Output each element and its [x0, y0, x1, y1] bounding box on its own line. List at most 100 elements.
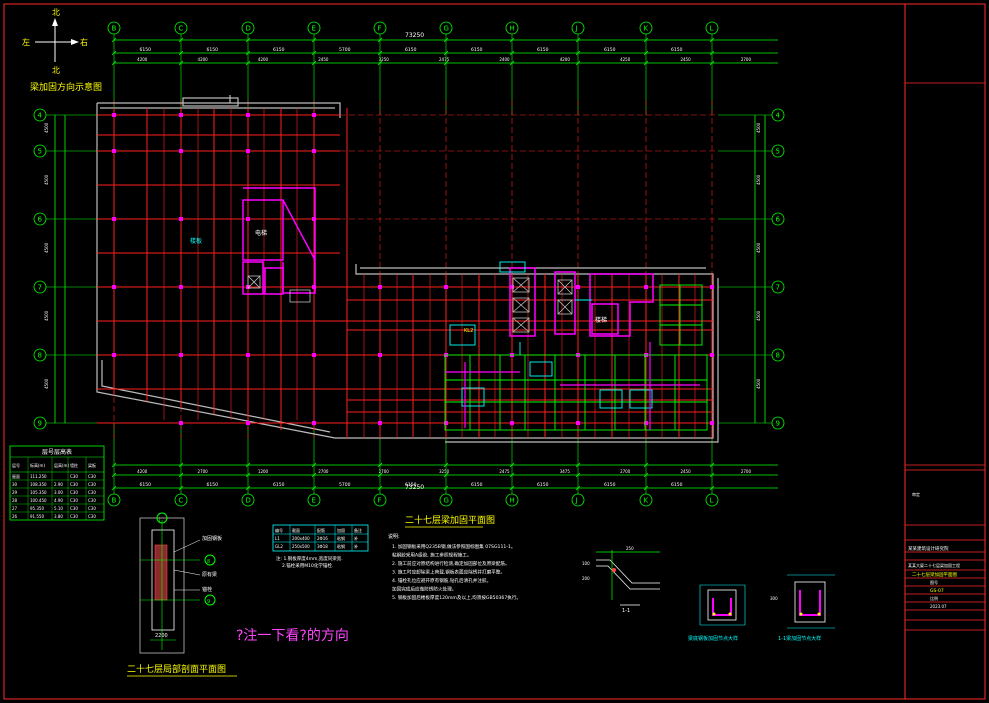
beam-table-cell: 3Φ18 — [317, 544, 328, 549]
general-note-line: 2. 施工前应对原结构进行检测,确定加固部位及原梁配筋。 — [392, 560, 510, 567]
column-bubble-bottom — [505, 493, 519, 507]
column-bubble-top — [705, 21, 719, 35]
slope-detail — [596, 550, 660, 606]
beam-table-cell: 2Φ16 — [317, 536, 328, 541]
left-dim: 4500 — [44, 122, 49, 133]
general-note-line: 3. 施工时应卸除梁上荷载,钢板表面应除锈并打磨平整。 — [392, 569, 505, 576]
beam-table-note-2: 2.锚栓采用M10化学锚栓. — [282, 562, 333, 569]
beam-node — [444, 285, 448, 289]
right-dim: 4500 — [756, 122, 761, 133]
column-axis-label-bottom: H — [510, 497, 515, 505]
beam-node — [112, 353, 116, 357]
compass-south-label: 北 — [52, 66, 60, 75]
top-dim-row2: 3250 — [379, 57, 390, 62]
floor-table-header: 标高(m) — [30, 462, 45, 468]
row-bubble-left — [33, 212, 47, 226]
beam-node — [246, 113, 250, 117]
column-axis-label-top: K — [644, 25, 649, 33]
column-axis-label-bottom: G — [444, 497, 449, 505]
row-bubble-left — [33, 280, 47, 294]
top-dim-row1: 6150 — [537, 47, 549, 53]
bottom-dim-row2: 3475 — [560, 469, 571, 474]
slope-dim-2: 100 — [582, 561, 590, 566]
slope-anchor-dot — [612, 568, 616, 572]
detail-left-callout1: 加固钢板 — [202, 535, 222, 542]
title-block-drawing-no: GS-07 — [930, 588, 944, 594]
top-dim-row2: 4250 — [620, 57, 631, 62]
row-bubble-left — [33, 108, 47, 122]
column-bubble-bottom — [373, 493, 387, 507]
bottom-dim-row1: 6150 — [537, 482, 549, 488]
beam-table-cell: 补 — [354, 535, 358, 541]
column-bubble-top — [307, 21, 321, 35]
left-dim: 4500 — [44, 310, 49, 321]
floor-table-cell: 屋面 — [12, 473, 20, 479]
column-axis-label-top: C — [179, 25, 184, 33]
row-axis-label-left: 7 — [38, 284, 42, 292]
floor-table-header: 层高(m) — [54, 462, 69, 468]
beam-node — [179, 113, 183, 117]
row-bubble-right — [771, 348, 785, 362]
top-dim-row1: 6150 — [273, 47, 285, 53]
beam-node — [179, 285, 183, 289]
title-block-scale-label: 比例 — [930, 595, 938, 601]
bottom-dim-row2: 4200 — [137, 469, 148, 474]
bottom-dim-row1: 6150 — [604, 482, 616, 488]
slope-dim-3: 200 — [582, 576, 590, 581]
beam-node — [246, 421, 250, 425]
detail-left — [139, 512, 216, 654]
top-total-dim: 73250 — [405, 32, 424, 39]
column-bubble-bottom — [307, 493, 321, 507]
floor-table-cell: 26 — [12, 514, 18, 519]
column-axis-label-top: E — [312, 25, 316, 33]
bottom-dim-row2: 1200 — [258, 469, 269, 474]
beam-detail-3 — [787, 574, 835, 629]
beam-node — [179, 149, 183, 153]
core-left-inner — [247, 275, 311, 303]
column-bubble-top — [439, 21, 453, 35]
title-block-drawing-no-label: 图号 — [930, 579, 938, 585]
top-dim-row2: 2450 — [318, 57, 329, 62]
row-bubble-left — [33, 144, 47, 158]
row-bubble-right — [771, 416, 785, 430]
row-axis-label-right: 9 — [776, 420, 780, 428]
row-axis-label-left: 4 — [38, 112, 43, 120]
column-bubble-bottom — [439, 493, 453, 507]
building-walls — [96, 95, 719, 443]
core-left — [242, 187, 316, 295]
floor-table-cell: C30 — [70, 490, 78, 495]
column-bubble-bottom — [174, 493, 188, 507]
floor-table-cell: 2.90 — [54, 482, 63, 487]
column-axis-label-bottom: J — [575, 497, 578, 505]
reinforced-zone — [444, 284, 708, 431]
beam-node — [112, 285, 116, 289]
detail-left-title: 二十七层局部剖面平面图 — [127, 663, 226, 675]
column-axis-label-top: J — [575, 25, 578, 33]
floor-table-cell: 27 — [12, 506, 18, 511]
detail-left-callout3: 锚栓 — [202, 586, 212, 593]
title-block-date: 2023.07 — [930, 604, 947, 609]
bottom-dim-row2: 2450 — [680, 469, 691, 474]
right-dim: 4500 — [756, 378, 761, 389]
beam-node — [179, 217, 183, 221]
floor-table-cell: 100.450 — [30, 498, 47, 503]
left-dim: 4500 — [44, 174, 49, 185]
column-bubble-top — [571, 21, 585, 35]
compass-north-label: 北 — [52, 8, 60, 17]
column-axis-label-bottom: B — [112, 497, 117, 505]
general-notes-title: 说明: — [388, 533, 400, 540]
beam-node — [246, 353, 250, 357]
beam-node — [378, 421, 382, 425]
column-bubble-top — [639, 21, 653, 35]
right-dim: 4500 — [756, 310, 761, 321]
column-bubble-top — [241, 21, 255, 35]
floor-table-cell: C30 — [88, 506, 96, 511]
column-axis-label-bottom: E — [312, 497, 316, 505]
floor-table-cell: 111.250 — [30, 474, 47, 479]
left-dim: 4500 — [44, 242, 49, 253]
floor-table-cell: C30 — [70, 482, 78, 487]
beam-table-header: 加固 — [337, 527, 345, 533]
beam-table-header: 编号 — [275, 527, 283, 533]
beam-table-cell: GL2 — [275, 544, 283, 549]
